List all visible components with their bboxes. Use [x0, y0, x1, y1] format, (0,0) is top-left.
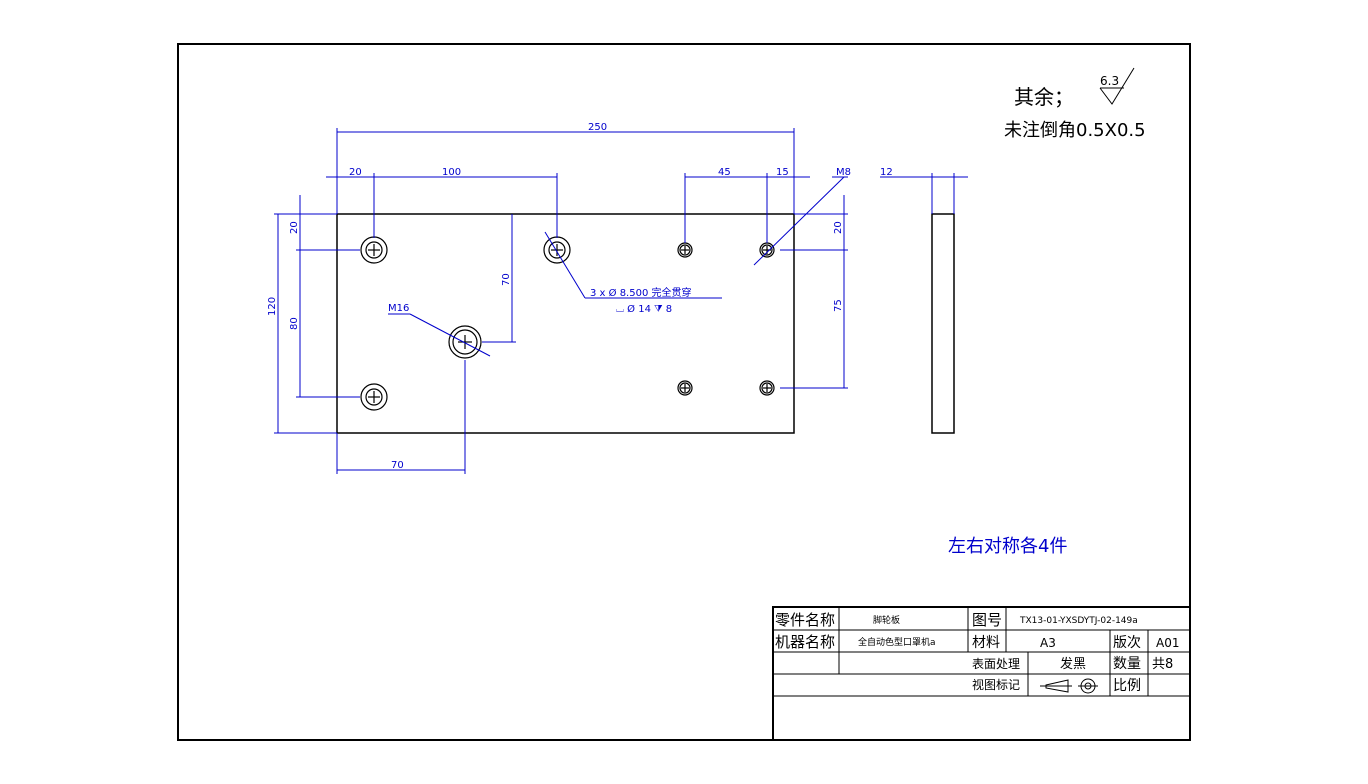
quantity-label: 数量 [1113, 656, 1141, 672]
material-label: 材料 [972, 635, 1000, 651]
dim-bottom-70: 70 [391, 460, 404, 471]
remaining-label: 其余； [1014, 85, 1074, 109]
m16-hole [448, 325, 482, 359]
revision-value: A01 [1156, 636, 1179, 650]
hole-callout-line1: 3 x Ø 8.500 完全贯穿 [590, 286, 692, 299]
dim-vertical-75: 75 [833, 299, 844, 312]
revision-label: 版次 [1113, 635, 1141, 651]
symmetry-note: 左右对称各4件 [948, 536, 1067, 557]
drawing-no-label: 图号 [972, 611, 1002, 629]
dim-m16: M16 [388, 303, 409, 314]
counterbore-hole-top-left [360, 236, 388, 264]
machine-name-label: 机器名称 [775, 633, 835, 651]
dimension-lines [274, 128, 968, 474]
title-block [772, 606, 1191, 741]
surface-value: 发黑 [1060, 656, 1086, 672]
quantity-value: 共8 [1152, 657, 1173, 672]
dim-45: 45 [718, 167, 731, 178]
dim-thickness: 12 [880, 167, 893, 178]
hole-callout-line2: ⌴ Ø 14 ⧩ 8 [616, 303, 672, 315]
surface-label: 表面处理 [972, 657, 1020, 671]
part-name-label: 零件名称 [775, 611, 835, 629]
counterbore-hole-bottom-left [360, 383, 388, 411]
plate-outline [336, 213, 795, 434]
drawing-no-value: TX13-01-YXSDYTJ-02-149a [1019, 616, 1138, 626]
roughness-value: 6.3 [1100, 74, 1119, 88]
view-label: 视图标记 [972, 677, 1020, 692]
dim-center-height-70: 70 [501, 273, 512, 286]
scale-label: 比例 [1113, 678, 1141, 694]
dim-top-offset-right: 20 [833, 221, 844, 234]
dim-left-offset: 20 [349, 167, 362, 178]
m8-hole-1 [677, 242, 693, 258]
projection-symbol-icon [1040, 678, 1098, 694]
dim-overall-height: 120 [267, 297, 278, 316]
m8-hole-4 [759, 380, 775, 396]
dim-m8: M8 [836, 167, 851, 178]
dim-top-offset-left: 20 [289, 221, 300, 234]
m8-hole-3 [677, 380, 693, 396]
roughness-symbol [1099, 67, 1135, 105]
dim-vertical-80: 80 [289, 317, 300, 330]
dim-hole-spacing: 100 [442, 167, 461, 178]
part-name-value: 脚轮板 [873, 614, 900, 626]
material-value: A3 [1040, 636, 1056, 650]
dim-overall-length: 250 [588, 122, 607, 133]
m8-hole-2 [759, 242, 775, 258]
chamfer-note: 未注倒角0.5X0.5 [1004, 120, 1146, 141]
dim-15: 15 [776, 167, 789, 178]
counterbore-hole-top-mid [543, 236, 571, 264]
machine-name-value: 全自动色型口罩机a [858, 636, 936, 648]
sheet-border [177, 43, 1191, 741]
side-view-outline [931, 213, 955, 434]
